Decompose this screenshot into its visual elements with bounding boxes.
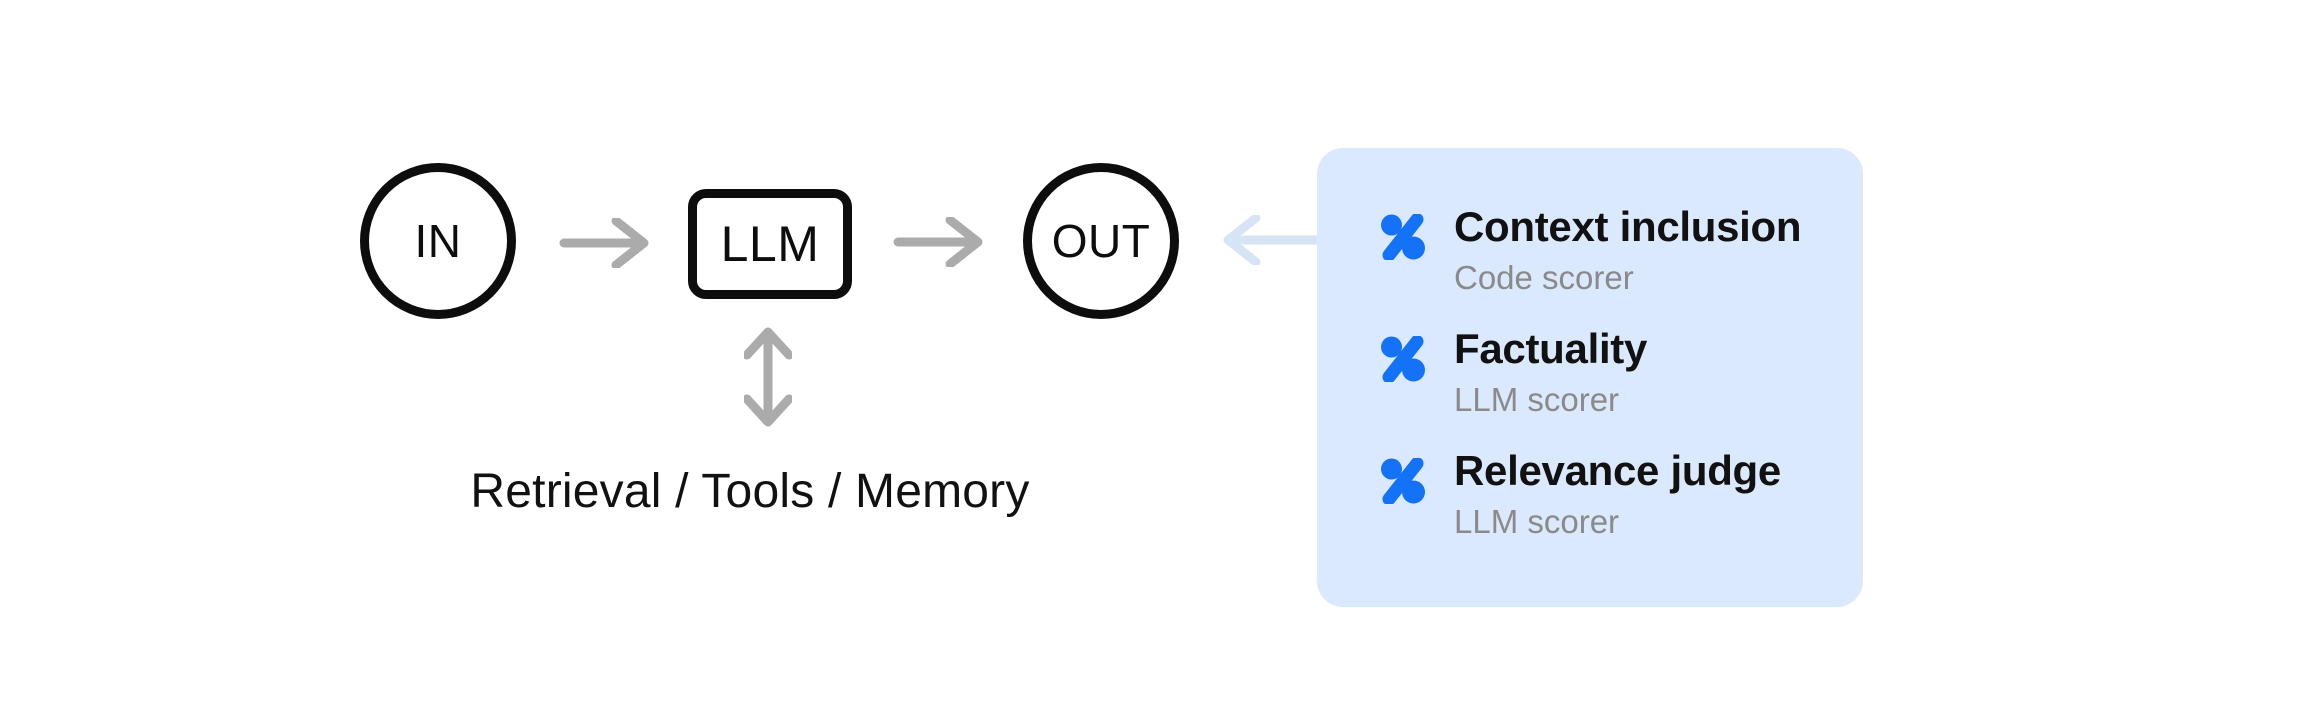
input-node: IN	[360, 163, 516, 319]
scorer-subtitle: LLM scorer	[1454, 503, 1620, 540]
scorer-panel: Context inclusion Code scorer Factuality…	[1317, 148, 1863, 607]
scorer-item-context-inclusion: Context inclusion Code scorer	[1381, 202, 1807, 299]
scorer-item-relevance-judge: Relevance judge LLM scorer	[1381, 446, 1807, 543]
scorer-subtitle: LLM scorer	[1454, 381, 1620, 418]
llm-node: LLM	[688, 189, 852, 299]
percent-scorer-icon	[1381, 214, 1425, 260]
scorer-title: Factuality	[1454, 325, 1648, 372]
scorer-title: Context inclusion	[1454, 203, 1802, 250]
scorer-item-factuality: Factuality LLM scorer	[1381, 324, 1807, 421]
arrow-right-icon	[559, 218, 649, 268]
scorer-text: Factuality LLM scorer	[1454, 324, 1647, 421]
output-node-label: OUT	[1051, 215, 1151, 267]
input-node-label: IN	[414, 215, 462, 267]
scorer-title: Relevance judge	[1454, 447, 1781, 494]
arrow-up-down-icon	[744, 327, 792, 427]
output-node: OUT	[1023, 163, 1179, 319]
scorer-text: Context inclusion Code scorer	[1454, 202, 1802, 299]
arrow-left-faded-icon	[1223, 215, 1322, 265]
scorer-text: Relevance judge LLM scorer	[1454, 446, 1781, 543]
llm-node-label: LLM	[720, 216, 820, 272]
percent-scorer-icon	[1381, 336, 1425, 382]
scorer-subtitle: Code scorer	[1454, 259, 1634, 296]
arrow-right-icon	[893, 217, 983, 267]
percent-scorer-icon	[1381, 458, 1425, 504]
augmentation-label: Retrieval / Tools / Memory	[470, 465, 1030, 518]
